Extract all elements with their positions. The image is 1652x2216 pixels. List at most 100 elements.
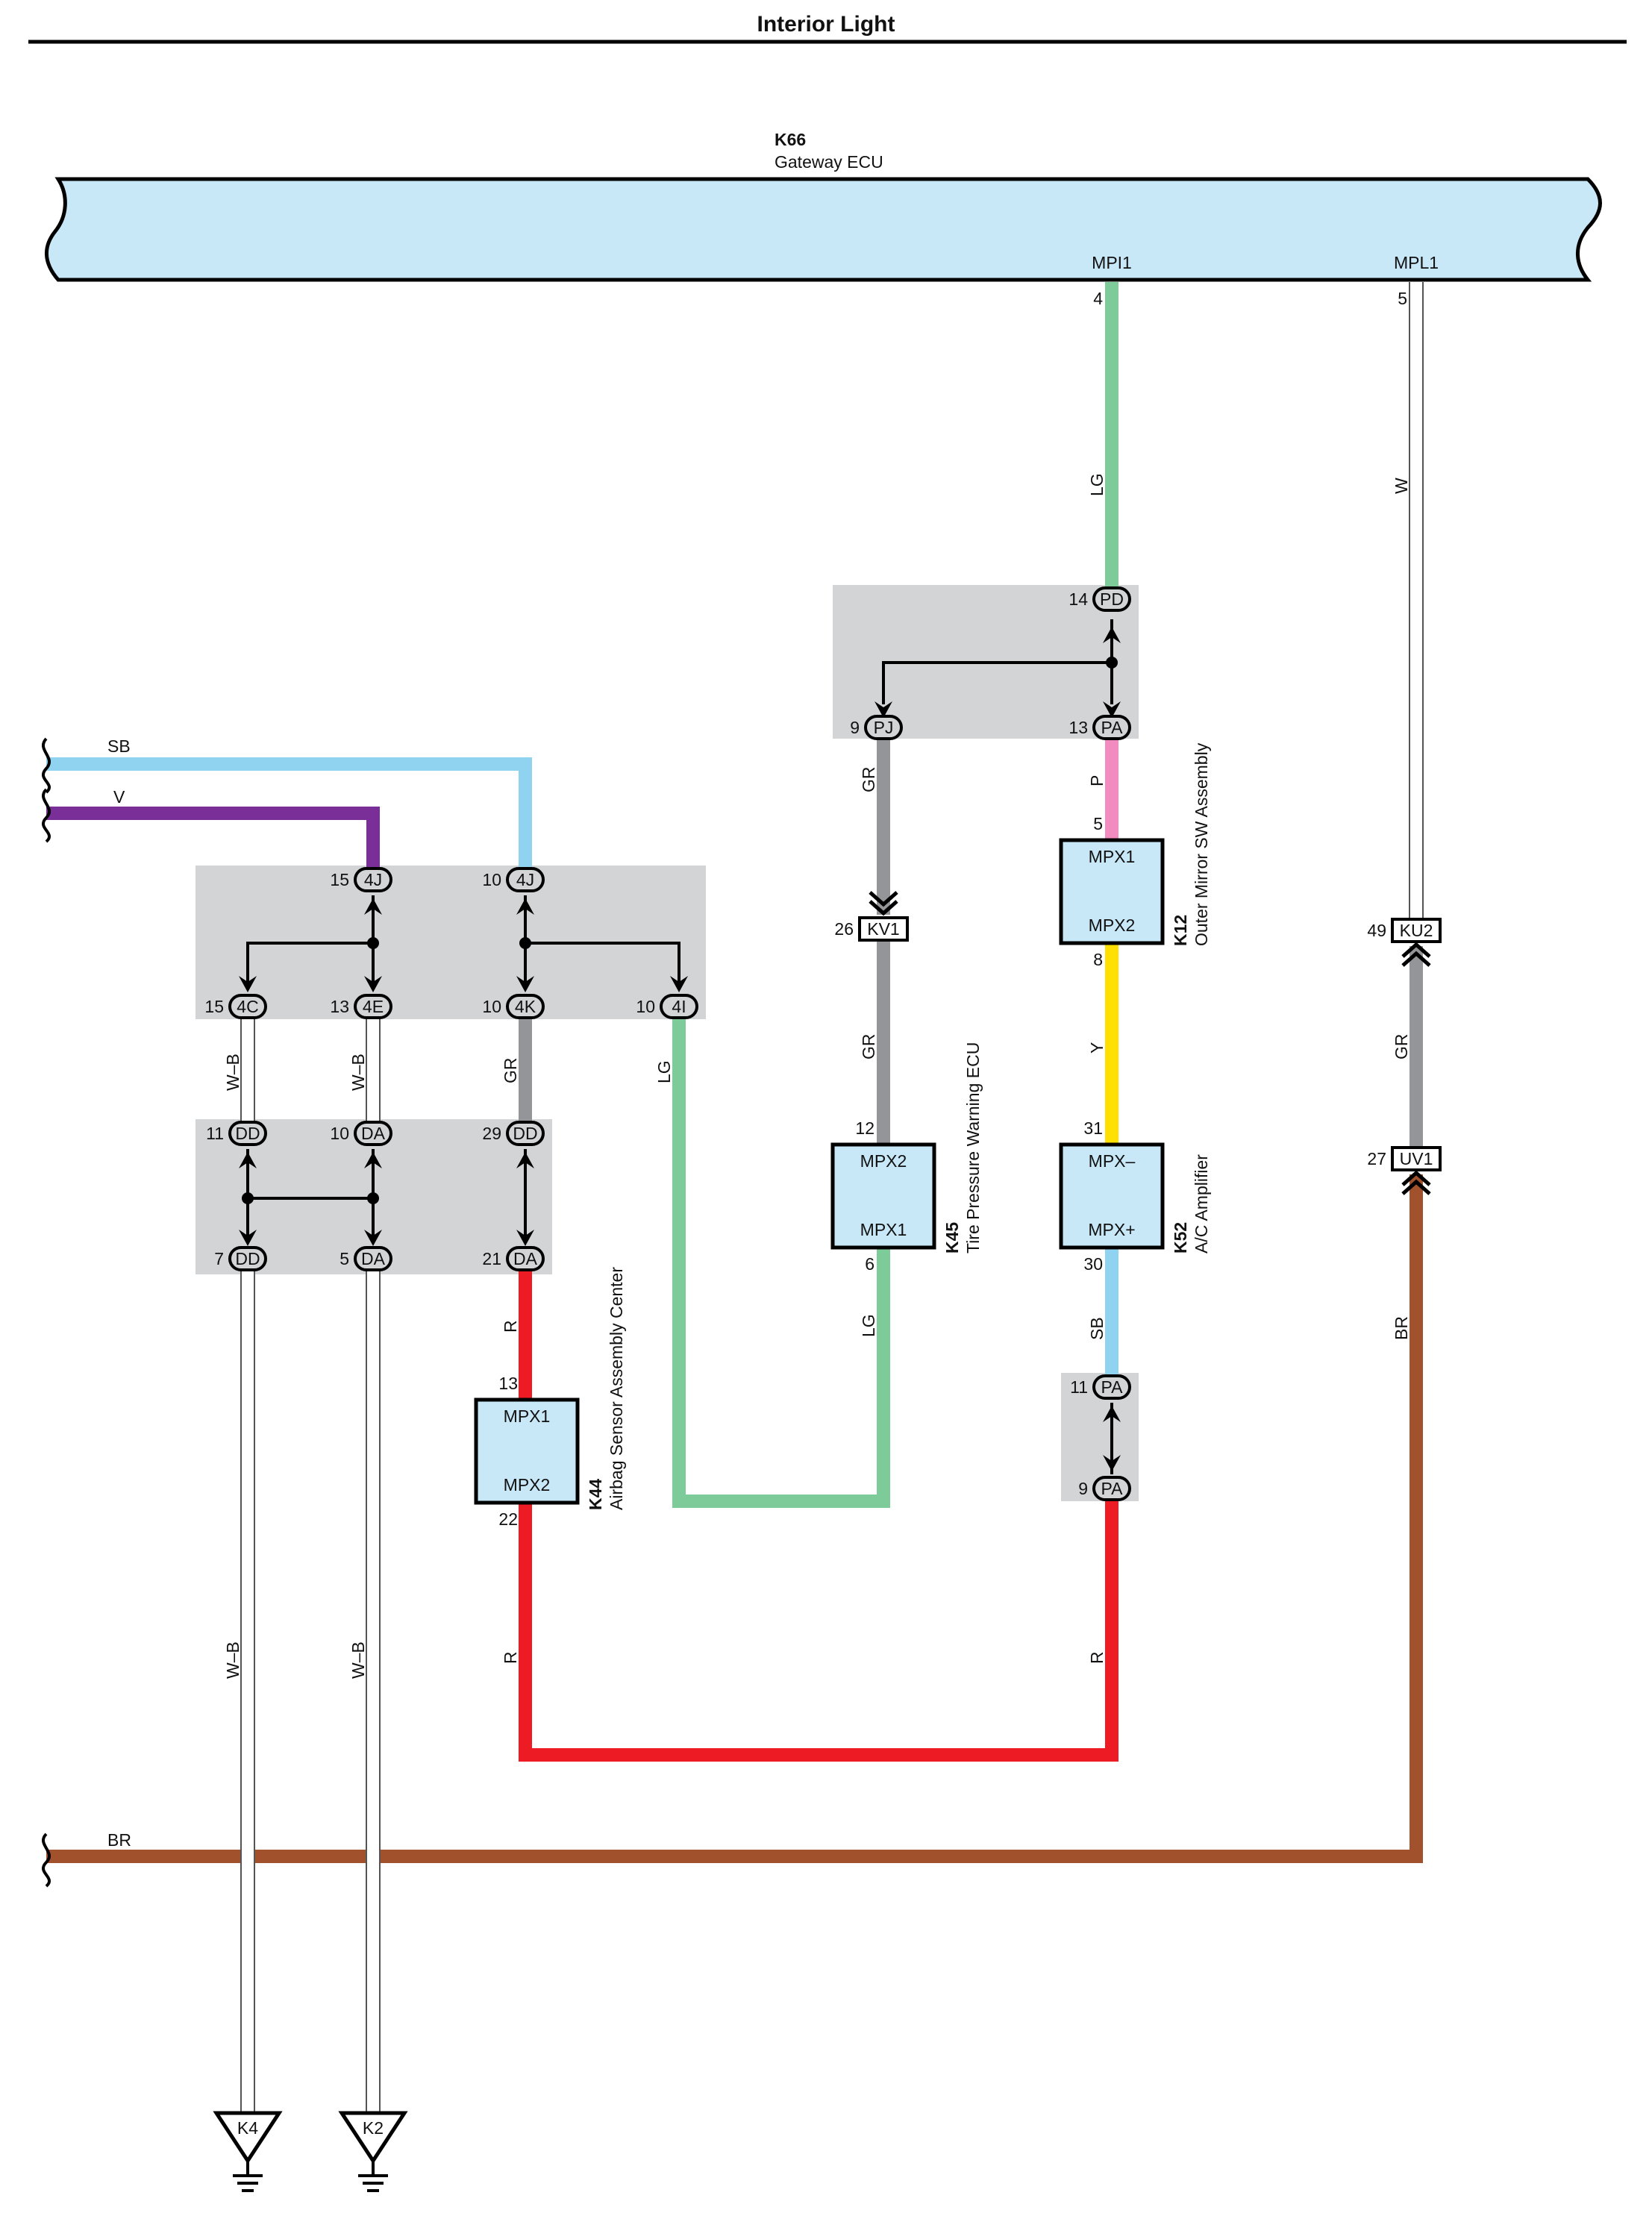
pin-code-pj: PJ xyxy=(874,718,894,737)
splice-4-right xyxy=(519,937,531,949)
k52-name: A/C Amplifier xyxy=(1192,1154,1211,1253)
arrow-4i xyxy=(670,976,688,992)
k12-name: Outer Mirror SW Assembly xyxy=(1192,742,1211,946)
arrow-pd-left xyxy=(875,701,892,718)
k44-box xyxy=(474,1397,580,1505)
ecu-pin-mpl1-no: 5 xyxy=(1398,289,1407,308)
pin-oval-dd-t1 xyxy=(228,1121,267,1146)
pin-no-da-b2: 5 xyxy=(340,1249,349,1268)
pin-oval-4c xyxy=(228,994,267,1019)
splice-d2 xyxy=(367,1192,379,1204)
pin-no-pd: 14 xyxy=(1069,589,1088,609)
ecu-body xyxy=(45,177,1602,282)
ecu-pin-mpi1-no: 4 xyxy=(1093,289,1103,308)
wire-label-r-da: R xyxy=(501,1320,520,1333)
kv1-pin: 26 xyxy=(834,919,854,939)
ground-k4-label: K4 xyxy=(237,2118,258,2138)
k44-pin-bottom: 22 xyxy=(498,1509,518,1529)
wire-label-lg-k45: LG xyxy=(859,1314,878,1337)
ground-k2-triangle xyxy=(338,2111,408,2165)
wire-label-r-k44: R xyxy=(501,1651,520,1664)
pin-oval-pd xyxy=(1092,586,1131,612)
uv1-chevron xyxy=(1401,1170,1431,1195)
pin-code-4i: 4I xyxy=(672,997,686,1016)
k12-box xyxy=(1059,838,1165,945)
pin-no-pa-top: 11 xyxy=(1070,1377,1088,1397)
wire-label-sb-left: SB xyxy=(107,736,131,756)
ecu-pin-mpl1: MPL1 xyxy=(1394,253,1439,272)
k45-code: K45 xyxy=(942,1222,962,1253)
uv1-box xyxy=(1391,1146,1442,1171)
arrow-pd-top xyxy=(1103,627,1121,643)
k45-pin-top: 12 xyxy=(855,1118,875,1138)
wire-sb-left xyxy=(46,757,532,880)
pin-no-dd-t1: 11 xyxy=(206,1124,224,1143)
pin-no-4e: 13 xyxy=(330,997,349,1016)
k52-pin-bottom: 30 xyxy=(1083,1254,1103,1274)
wire-label-r-right: R xyxy=(1087,1651,1107,1664)
wire-label-wb-lower1: W–B xyxy=(223,1641,243,1679)
wire-label-gr-ku2: GR xyxy=(1392,1034,1411,1060)
wire-label-br-uv1: BR xyxy=(1392,1316,1411,1340)
wire-label-br-left: BR xyxy=(107,1830,131,1850)
ku2-box xyxy=(1391,918,1442,943)
pin-code-4e: 4E xyxy=(363,997,384,1016)
pin-no-4k: 10 xyxy=(482,997,501,1016)
k12-code: K12 xyxy=(1171,915,1190,946)
pin-oval-da-b3 xyxy=(506,1246,545,1271)
link-4-right-branch xyxy=(525,942,680,983)
pin-code-da-b3: DA xyxy=(513,1249,538,1268)
pin-oval-4k xyxy=(506,994,545,1019)
pin-code-pa-bottom: PA xyxy=(1101,1479,1124,1498)
pin-oval-dd-t3 xyxy=(506,1121,545,1146)
splice-pd xyxy=(1106,657,1118,669)
pin-code-4j2: 4J xyxy=(516,870,534,889)
k44-code: K44 xyxy=(586,1479,605,1510)
ku2-code: KU2 xyxy=(1400,921,1433,940)
wire-label-y-k12: Y xyxy=(1087,1042,1107,1054)
uv1-code: UV1 xyxy=(1400,1149,1433,1168)
pin-oval-4e xyxy=(354,994,392,1019)
uv1-pin: 27 xyxy=(1367,1149,1386,1168)
k12-pin-top: 5 xyxy=(1093,814,1103,833)
k52-pin-top: 31 xyxy=(1083,1118,1103,1138)
ground-k4-triangle xyxy=(213,2111,283,2165)
pin-oval-pj xyxy=(864,715,903,740)
pin-oval-dd-b1 xyxy=(228,1246,267,1271)
pin-code-pa-top: PA xyxy=(1101,1377,1124,1397)
k44-top-pin-label: MPX1 xyxy=(504,1406,551,1426)
k45-box xyxy=(830,1142,936,1250)
pin-no-dd-b1: 7 xyxy=(214,1249,224,1268)
arrow-da-b2 xyxy=(364,1230,382,1246)
k45-pin-bottom: 6 xyxy=(865,1254,875,1274)
k45-bottom-pin-label: MPX1 xyxy=(860,1220,907,1239)
wire-label-gr-kv1: GR xyxy=(859,1034,878,1060)
wire-label-w-right: W xyxy=(1392,478,1411,494)
arrow-pa-bottom xyxy=(1103,1455,1121,1471)
ecu-name: Gateway ECU xyxy=(775,152,883,172)
k45-top-pin-label: MPX2 xyxy=(860,1151,907,1171)
wire-label-wb-4e: W–B xyxy=(348,1054,368,1091)
pin-code-da-b2: DA xyxy=(361,1249,386,1268)
k12-pin-bottom: 8 xyxy=(1093,950,1103,969)
ku2-pin: 49 xyxy=(1367,921,1386,940)
wire-label-wb-4c: W–B xyxy=(223,1054,243,1091)
arrow-4e xyxy=(364,976,382,992)
arrow-dd-b1 xyxy=(239,1230,257,1246)
page-title: Interior Light xyxy=(757,12,895,37)
pin-code-dd-b1: DD xyxy=(235,1249,260,1268)
wire-label-gr-pj: GR xyxy=(859,767,878,793)
pin-no-dd-t3: 29 xyxy=(482,1124,501,1143)
link-4-left-branch xyxy=(246,942,373,983)
pin-no-pj: 9 xyxy=(850,718,860,737)
ecu-code: K66 xyxy=(775,130,806,149)
pin-oval-pa-bottom xyxy=(1092,1476,1131,1501)
wire-lg-4i xyxy=(672,1007,890,1508)
arrow-dd-t3 xyxy=(516,1152,534,1168)
pin-oval-4j2 xyxy=(506,867,545,892)
pin-oval-4i xyxy=(660,994,698,1019)
pin-code-dd-t1: DD xyxy=(235,1124,260,1143)
k44-name: Airbag Sensor Assembly Center xyxy=(607,1267,626,1510)
pin-no-4j1: 15 xyxy=(330,870,349,889)
